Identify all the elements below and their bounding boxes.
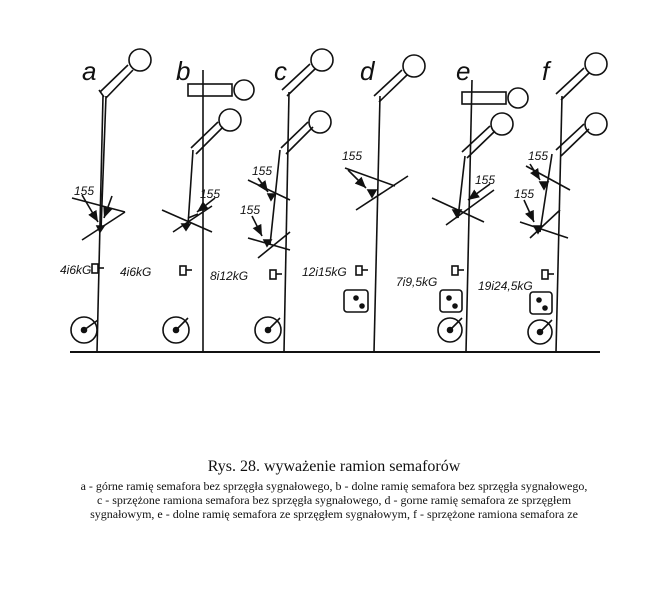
balance-lever xyxy=(161,209,213,233)
pivot-2 xyxy=(262,239,273,248)
dimension-label: 155 xyxy=(475,173,495,187)
counterweight-box xyxy=(355,265,363,276)
mast xyxy=(465,79,473,353)
lever-wheel xyxy=(70,316,98,344)
caption-line: sygnałowym, e - dolne ramię semafora ze … xyxy=(90,507,578,521)
dimension-label-2: 155 xyxy=(514,187,534,201)
counterweight-label: 4i6kG xyxy=(120,265,151,279)
mast xyxy=(96,95,104,353)
variant-a: a 155 4i6kG xyxy=(60,48,152,353)
counterweight-label: 19i24,5kG xyxy=(478,279,533,293)
caption-title: Rys. 28. wyważenie ramion semaforów xyxy=(207,458,461,475)
counterweight-label: 8i12kG xyxy=(210,269,248,283)
lever-wheel xyxy=(527,319,553,345)
upper-semaphore-arm xyxy=(555,52,608,101)
lower-semaphore-arm xyxy=(461,112,514,159)
upper-semaphore-arm xyxy=(373,54,426,103)
counterweight-label: 7i9,5kG xyxy=(396,275,437,289)
dimension-label: 155 xyxy=(252,164,272,178)
lower-semaphore-arm xyxy=(190,108,242,155)
signal-coupling xyxy=(529,291,553,315)
variant-letter: b xyxy=(176,56,190,86)
variant-b: b 155 4i6kG xyxy=(120,56,255,352)
caption-line: a - górne ramię semafora bez sprzęgła sy… xyxy=(80,479,588,493)
mast xyxy=(555,95,563,353)
variant-letter: d xyxy=(360,56,376,86)
counterweight-label: 12i15kG xyxy=(302,265,347,279)
dimension-label: 155 xyxy=(200,187,220,201)
variant-letter: f xyxy=(542,56,552,86)
variant-c: c 155 155 8i12kG xyxy=(210,48,334,353)
dimension-label: 155 xyxy=(528,149,548,163)
caption-line: c - sprzężone ramiona semafora bez sprzę… xyxy=(96,493,572,507)
variant-letter: e xyxy=(456,56,470,86)
lower-semaphore-arm xyxy=(555,112,608,157)
upper-disc-arm xyxy=(187,79,255,101)
dimension-label-2: 155 xyxy=(240,203,260,217)
lever-wheel xyxy=(254,316,282,344)
counterweight-box xyxy=(541,269,549,280)
balance-lever xyxy=(247,179,291,201)
dimension-label: 155 xyxy=(342,149,362,163)
counterweight-box xyxy=(269,269,277,280)
variant-letter: c xyxy=(274,56,287,86)
variant-e: e 155 7i9,5kG xyxy=(396,56,529,353)
lower-semaphore-arm xyxy=(280,110,332,155)
pivot xyxy=(180,223,192,232)
semaphore-balancing-diagram: a 155 4i6kG b xyxy=(60,48,608,353)
pivot xyxy=(366,189,378,199)
signal-coupling xyxy=(439,289,463,313)
counterweight-box xyxy=(91,263,99,274)
variant-d: d 155 12i15kG xyxy=(302,54,426,353)
diagram-canvas: a 155 4i6kG b xyxy=(60,48,608,353)
figure-caption: Rys. 28. wyważenie ramion semaforów a - … xyxy=(0,458,668,521)
upper-disc-arm xyxy=(461,87,529,109)
dimension-label: 155 xyxy=(74,184,94,198)
counterweight-label: 4i6kG xyxy=(60,263,91,277)
variant-f: f 155 155 19i24,5kG xyxy=(478,52,608,353)
variant-letter: a xyxy=(82,56,96,86)
upper-semaphore-arm xyxy=(98,48,152,99)
signal-coupling xyxy=(343,289,369,313)
lever-wheel xyxy=(437,317,463,343)
balance-lever-2 xyxy=(519,221,569,239)
pivot-2 xyxy=(532,225,544,235)
balance-lever xyxy=(71,197,126,213)
pivot xyxy=(538,181,550,191)
pivot xyxy=(451,209,463,219)
pivot xyxy=(95,225,106,234)
counterweight-box xyxy=(179,265,187,276)
upper-semaphore-arm xyxy=(281,48,334,97)
mast xyxy=(283,91,290,353)
lever-wheel xyxy=(162,316,190,344)
mast xyxy=(373,95,381,353)
pivot xyxy=(266,193,277,202)
balance-lever xyxy=(344,167,396,187)
counterweight-box xyxy=(451,265,459,276)
